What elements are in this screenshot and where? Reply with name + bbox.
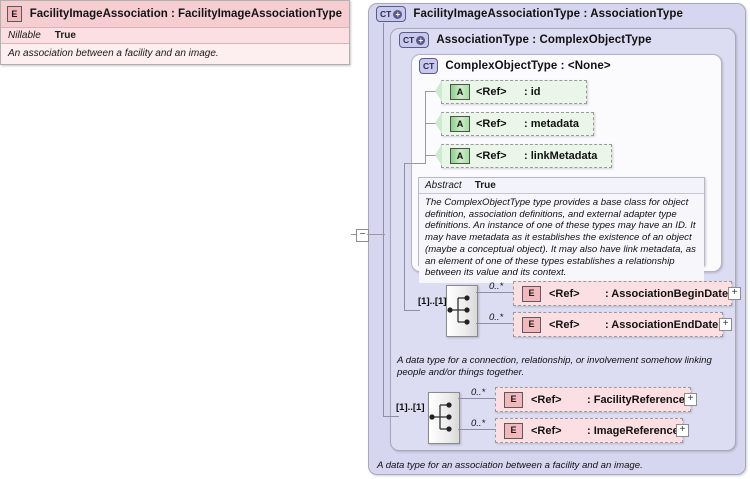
attribute-icon[interactable]: A — [450, 84, 470, 100]
abstract-property-key: Abstract — [425, 180, 462, 191]
abstract-property-row: Abstract True — [419, 178, 704, 194]
element-icon-associationbegindate[interactable]: E — [522, 285, 541, 302]
element-icon-imagereference[interactable]: E — [504, 422, 523, 439]
attribute-ref-id[interactable]: A <Ref> : id — [435, 80, 587, 104]
attribute-icon-linkmetadata[interactable]: A — [450, 148, 470, 164]
complextype-icon[interactable]: CT+ — [376, 6, 407, 22]
root-element-property-nillable: Nillable True — [1, 28, 349, 44]
facility-reference-branch — [458, 398, 495, 399]
type-header-facilityimageassociationtype[interactable]: CT+ FacilityImageAssociationType : Assoc… — [376, 6, 683, 22]
nillable-value: True — [54, 30, 76, 41]
expand-plus-icon[interactable]: + — [393, 9, 403, 19]
expand-plus-icon-level2[interactable]: + — [416, 35, 426, 45]
expand-toggle-associationenddate[interactable]: + — [719, 318, 732, 331]
type-header-associationtype[interactable]: CT+ AssociationType : ComplexObjectType — [399, 32, 652, 48]
attribute-ref-linkmetadata[interactable]: A <Ref> : linkMetadata — [435, 144, 612, 168]
association-begin-branch — [476, 292, 513, 293]
attribute-notch-icon-linkmetadata — [435, 144, 442, 166]
attribute-notch-icon-metadata — [435, 112, 442, 134]
facility-sequence-occurrence: [1]..[1] — [396, 402, 425, 413]
nillable-key: Nillable — [8, 30, 41, 41]
type-title-level3: ComplexObjectType : <None> — [445, 60, 611, 72]
association-group-spine — [404, 163, 405, 310]
root-element-title: FacilityImageAssociation : FacilityImage… — [29, 8, 342, 20]
element-ref-label-imagereference: <Ref> : ImageReference — [531, 425, 679, 437]
abstract-documentation-text: The ComplexObjectType type provides a ba… — [419, 194, 704, 283]
attribute-branch-2 — [425, 123, 441, 124]
sequence-icon-facility[interactable] — [428, 392, 460, 444]
attribute-ref-token: <Ref> — [476, 86, 507, 98]
element-ref-token-facilityreference: <Ref> — [531, 393, 562, 406]
type-documentation-facilityimageassociationtype: A data type for an association between a… — [377, 460, 643, 471]
expand-toggle-imagereference[interactable]: + — [676, 424, 689, 437]
multiplicity-associationbegindate: 0..* — [489, 281, 504, 292]
sequence-icon-association[interactable] — [446, 285, 478, 337]
element-ref-token-associationenddate: <Ref> — [549, 318, 580, 331]
root-connector-stub-left — [351, 234, 356, 235]
element-name-imagereference: : ImageReference — [587, 424, 679, 437]
element-ref-imagereference[interactable]: E <Ref> : ImageReference — [495, 418, 683, 443]
complextype-badge-text-level2: CT — [403, 34, 415, 45]
complextype-badge-text-level3: CT — [423, 60, 435, 71]
attribute-icon-metadata[interactable]: A — [450, 116, 470, 132]
element-icon-facilityreference[interactable]: E — [504, 391, 523, 408]
element-ref-token-associationbegindate: <Ref> — [549, 287, 580, 300]
facility-group-spine — [383, 23, 384, 416]
root-connector-stub-right — [367, 234, 385, 235]
abstract-property-value: True — [474, 180, 496, 191]
attribute-name-metadata: : metadata — [524, 118, 580, 130]
root-element-header[interactable]: E FacilityImageAssociation : FacilityIma… — [1, 1, 349, 28]
attribute-ref-token-linkmetadata: <Ref> — [476, 150, 507, 162]
element-ref-associationbegindate[interactable]: E <Ref> : AssociationBeginDate — [513, 281, 732, 306]
multiplicity-facilityreference: 0..* — [471, 387, 486, 398]
attribute-branch-3 — [425, 155, 441, 156]
type-header-complexobjecttype[interactable]: CT ComplexObjectType : <None> — [419, 58, 611, 74]
association-sequence-occurrence: [1]..[1] — [418, 296, 447, 307]
root-element-documentation: An association between a facility and an… — [1, 44, 349, 64]
multiplicity-imagereference: 0..* — [471, 418, 486, 429]
association-group-lead-line — [404, 310, 420, 311]
attribute-notch-icon — [435, 80, 442, 102]
attribute-name: : id — [524, 86, 541, 98]
element-icon-associationenddate[interactable]: E — [522, 316, 541, 333]
element-name-facilityreference: : FacilityReference — [587, 393, 685, 406]
abstract-documentation-panel: Abstract True The ComplexObjectType type… — [418, 177, 705, 283]
collapse-toggle-root[interactable]: − — [356, 229, 369, 242]
attribute-ref-token-metadata: <Ref> — [476, 118, 507, 130]
complextype-badge-text: CT — [380, 8, 392, 19]
attribute-name-linkmetadata: : linkMetadata — [524, 150, 598, 162]
attribute-ref-label-metadata: <Ref> : metadata — [476, 118, 579, 130]
facility-group-lead-line — [383, 416, 399, 417]
type-documentation-associationtype: A data type for a connection, relationsh… — [397, 355, 712, 378]
element-ref-facilityreference[interactable]: E <Ref> : FacilityReference — [495, 387, 691, 412]
association-end-branch — [476, 323, 513, 324]
element-icon-root[interactable]: E — [7, 6, 22, 22]
root-element-box[interactable]: E FacilityImageAssociation : FacilityIma… — [0, 0, 350, 65]
type-title-level2: AssociationType : ComplexObjectType — [436, 34, 652, 46]
attribute-ref-label-linkmetadata: <Ref> : linkMetadata — [476, 150, 597, 162]
attribute-ref-label-id: <Ref> : id — [476, 86, 541, 98]
attribute-tree-trunk — [425, 91, 426, 163]
element-ref-token-imagereference: <Ref> — [531, 424, 562, 437]
attribute-ref-metadata[interactable]: A <Ref> : metadata — [435, 112, 594, 136]
attribute-trunk-exit — [404, 163, 426, 164]
image-reference-branch — [458, 429, 495, 430]
type-title-level1: FacilityImageAssociationType : Associati… — [413, 8, 683, 20]
attribute-branch-1 — [425, 91, 441, 92]
element-ref-label-associationenddate: <Ref> : AssociationEndDate — [549, 319, 718, 331]
element-ref-associationenddate[interactable]: E <Ref> : AssociationEndDate — [513, 312, 723, 337]
element-name-associationbegindate: : AssociationBeginDate — [605, 287, 729, 300]
element-name-associationenddate: : AssociationEndDate — [605, 318, 719, 331]
complextype-icon-level3[interactable]: CT — [419, 58, 439, 74]
complextype-icon-level2[interactable]: CT+ — [399, 32, 430, 48]
element-ref-label-facilityreference: <Ref> : FacilityReference — [531, 394, 685, 406]
expand-toggle-associationbegindate[interactable]: + — [728, 287, 741, 300]
element-ref-label-associationbegindate: <Ref> : AssociationBeginDate — [549, 288, 728, 300]
multiplicity-associationenddate: 0..* — [489, 312, 504, 323]
expand-toggle-facilityreference[interactable]: + — [684, 393, 697, 406]
